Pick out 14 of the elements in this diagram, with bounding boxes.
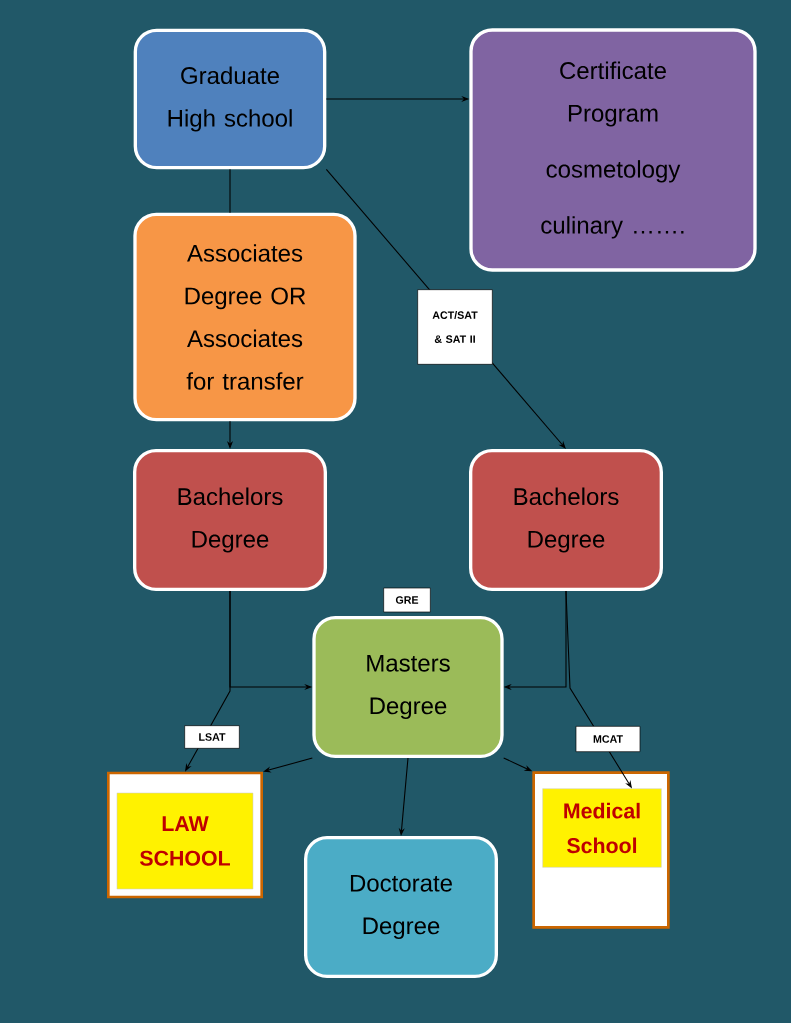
edge-label: LSAT — [184, 725, 240, 749]
arrow — [263, 757, 313, 773]
school-label: LAW SCHOOL — [116, 792, 254, 890]
process-box: Bachelors Degree — [469, 449, 663, 591]
process-box: Doctorate Degree — [304, 836, 498, 978]
process-box: Graduate High school — [133, 28, 327, 170]
test-label: GRE — [383, 587, 431, 613]
process-box: Associates Degree OR Associates for transfer — [133, 212, 357, 422]
process-box: Masters Degree — [312, 616, 504, 758]
edge-label: ACT/SAT & SAT II — [417, 289, 493, 365]
edge-label: MCAT — [575, 726, 641, 752]
process-box: Certificate Program cosmetology culinary ……. — [469, 28, 757, 272]
school-label: Medical School — [542, 788, 662, 868]
process-box: Bachelors Degree — [133, 449, 327, 591]
